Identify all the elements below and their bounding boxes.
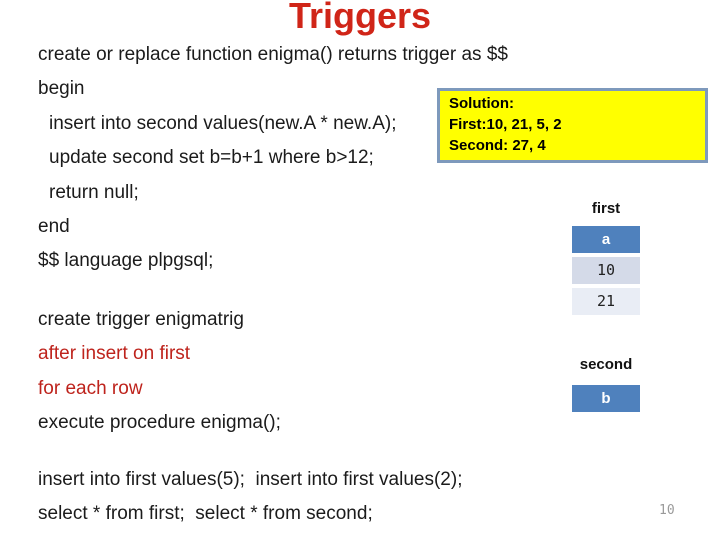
solution-box: Solution: First:10, 21, 5, 2 Second: 27, 4 <box>437 88 708 163</box>
table-cell: 21 <box>572 288 640 315</box>
text-line: execute procedure enigma(); <box>38 412 281 434</box>
code-block-queries: insert into first values(5); insert into… <box>38 463 462 532</box>
code-block-function: create or replace function enigma() retu… <box>38 38 508 279</box>
table-first-header-cell: a <box>572 226 640 253</box>
text-line: insert into second values(new.A * new.A)… <box>49 112 397 134</box>
text-line: for each row <box>38 377 143 399</box>
text-line: end <box>38 216 70 238</box>
code-block-trigger: create trigger enigmatrig after insert on… <box>38 303 281 441</box>
text-line: First:10, 21, 5, 2 <box>449 116 562 133</box>
text-line: select * from first; select * from secon… <box>38 503 373 525</box>
table-second: b <box>572 385 640 416</box>
text-line: $$ language plpgsql; <box>38 250 214 272</box>
text-line: create or replace function enigma() retu… <box>38 44 508 65</box>
text-line: return null; <box>49 181 139 203</box>
text-line: Second: 27, 4 <box>449 137 546 154</box>
text-line: after insert on first <box>38 343 191 365</box>
table-cell: 10 <box>572 257 640 284</box>
text-line: create trigger enigmatrig <box>38 309 244 330</box>
text-line: insert into first values(5); insert into… <box>38 469 463 490</box>
text-line: begin <box>38 78 85 100</box>
page-number: 10 <box>659 503 675 518</box>
table-second-label: second <box>579 356 633 373</box>
slide-title: Triggers <box>288 0 432 36</box>
text-line: Solution: <box>449 95 514 112</box>
text-line: update second set b=b+1 where b>12; <box>49 147 374 169</box>
table-first-label: first <box>591 200 621 217</box>
table-second-header-cell: b <box>572 385 640 412</box>
